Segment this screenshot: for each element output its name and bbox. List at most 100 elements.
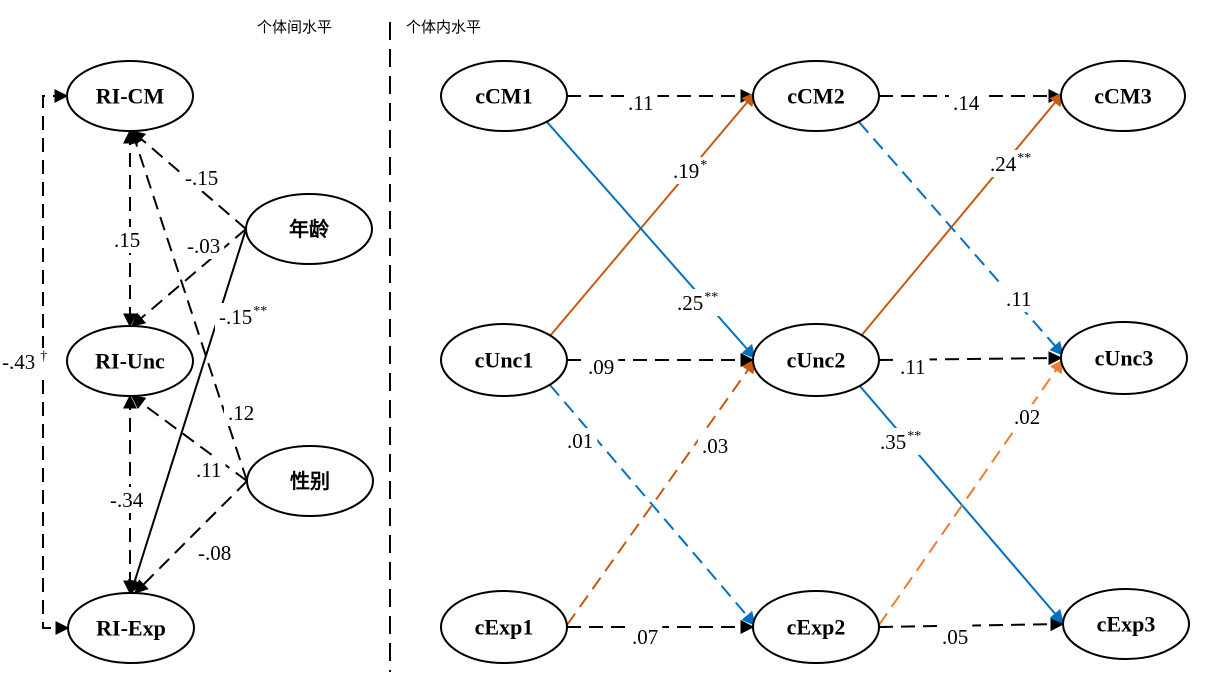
coefficient-label: .14 bbox=[953, 91, 980, 115]
coefficient-label: .15 bbox=[114, 228, 140, 252]
edge-cunc1-to-cexp2 bbox=[549, 384, 756, 627]
node-ellipse bbox=[1062, 588, 1190, 660]
label-background bbox=[628, 624, 663, 650]
edges-layer bbox=[42, 89, 1065, 635]
coefficient-label: -.03 bbox=[187, 234, 220, 258]
label-background bbox=[986, 150, 1036, 177]
node-ri-unc: RI-Unc bbox=[66, 325, 194, 397]
label-background bbox=[183, 233, 225, 259]
coefficient-label: .11 bbox=[900, 355, 925, 379]
coefficient-value: .02 bbox=[1014, 405, 1040, 429]
node-ellipse bbox=[1060, 321, 1188, 395]
node-label: RI-Unc bbox=[95, 349, 165, 374]
coefficient-label: .03 bbox=[702, 434, 728, 458]
coefficient-value: -.15 bbox=[219, 305, 252, 329]
node-ellipse bbox=[440, 323, 568, 397]
node-ellipse bbox=[752, 590, 880, 664]
edge-gender-to-ri-cm bbox=[129, 129, 248, 482]
coefficient-value: .35 bbox=[880, 430, 906, 454]
node-label: cExp3 bbox=[1097, 612, 1156, 637]
label-background bbox=[194, 540, 236, 566]
node-ellipse bbox=[752, 60, 880, 132]
edge-age-to-ri-exp bbox=[128, 228, 247, 595]
node-label: cUnc3 bbox=[1095, 346, 1154, 371]
coefficient-label: -.15 bbox=[185, 166, 218, 190]
node-label: cCM2 bbox=[787, 84, 844, 109]
significance-marker: ** bbox=[907, 429, 921, 444]
label-background bbox=[624, 90, 658, 116]
coefficient-value: .05 bbox=[942, 625, 968, 649]
label-background bbox=[1002, 286, 1036, 312]
coefficient-label: -.08 bbox=[198, 541, 231, 565]
edge-age-to-ri-unc bbox=[130, 228, 247, 327]
node-ellipse bbox=[752, 323, 880, 397]
label-background bbox=[698, 433, 733, 459]
node-ellipse bbox=[67, 592, 195, 664]
coefficient-label: .25** bbox=[677, 290, 718, 315]
edge-cunc2-to-ccm3 bbox=[860, 91, 1064, 337]
coefficient-label: .35** bbox=[880, 429, 921, 454]
node-ellipse bbox=[66, 325, 194, 397]
coefficient-value: .11 bbox=[196, 458, 221, 482]
node-label: cCM3 bbox=[1094, 84, 1151, 109]
edge-gender-to-ri-unc bbox=[130, 395, 248, 482]
coefficient-label: .05 bbox=[942, 625, 968, 649]
node-ellipse bbox=[246, 445, 374, 517]
node-label: cUnc2 bbox=[787, 348, 846, 373]
coefficient-value: .07 bbox=[632, 625, 658, 649]
edge-cexp2-to-cunc3 bbox=[878, 358, 1064, 626]
edge-cexp1-to-cunc2 bbox=[566, 358, 756, 626]
node-gender: 性别 bbox=[246, 445, 374, 517]
label-background bbox=[876, 428, 926, 455]
coefficient-label: .12 bbox=[228, 401, 254, 425]
node-cunc2: cUnc2 bbox=[752, 323, 880, 397]
coefficient-value: -.34 bbox=[110, 488, 144, 512]
node-label: cExp1 bbox=[475, 615, 534, 640]
significance-marker: † bbox=[40, 349, 47, 364]
label-background bbox=[224, 400, 259, 426]
node-cunc1: cUnc1 bbox=[440, 323, 568, 397]
coefficient-labels-layer: .15-.34-.43†-.15-.03-.15**.12.11-.08.11.… bbox=[0, 90, 1045, 650]
coefficient-label: -.34 bbox=[110, 488, 144, 512]
node-cexp2: cExp2 bbox=[752, 590, 880, 664]
node-cunc3: cUnc3 bbox=[1060, 321, 1188, 395]
edge-cunc2-to-cexp3 bbox=[858, 384, 1064, 625]
label-background bbox=[215, 303, 272, 330]
label-background bbox=[1010, 404, 1045, 430]
coefficient-value: .03 bbox=[702, 434, 728, 458]
label-background bbox=[181, 165, 223, 191]
node-label: RI-Exp bbox=[96, 616, 166, 641]
coefficient-value: .01 bbox=[567, 429, 593, 453]
between-level-title: 个体间水平 bbox=[257, 18, 332, 36]
node-ccm2: cCM2 bbox=[752, 60, 880, 132]
significance-marker: ** bbox=[1017, 151, 1031, 166]
label-background bbox=[110, 227, 145, 253]
node-label: cExp2 bbox=[787, 615, 846, 640]
node-label: RI-CM bbox=[96, 84, 165, 109]
coefficient-value: .24 bbox=[990, 152, 1017, 176]
label-background bbox=[896, 354, 930, 380]
node-label: 性别 bbox=[290, 469, 330, 493]
node-ellipse bbox=[245, 193, 373, 265]
coefficient-label: -.15** bbox=[219, 304, 267, 329]
label-background bbox=[192, 457, 226, 483]
label-background bbox=[669, 157, 712, 184]
node-cexp1: cExp1 bbox=[440, 590, 568, 664]
label-background bbox=[0, 348, 52, 375]
node-label: cCM1 bbox=[475, 84, 532, 109]
node-ri-exp: RI-Exp bbox=[67, 592, 195, 664]
node-ellipse bbox=[66, 60, 194, 132]
coefficient-value: .11 bbox=[1006, 287, 1031, 311]
coefficient-label: -.43† bbox=[2, 349, 47, 374]
coefficient-value: .25 bbox=[677, 291, 703, 315]
node-ellipse bbox=[1060, 60, 1186, 132]
label-background bbox=[949, 90, 984, 116]
significance-marker: ** bbox=[704, 290, 718, 305]
node-cexp3: cExp3 bbox=[1062, 588, 1190, 660]
coefficient-label: .19* bbox=[673, 158, 707, 183]
node-ccm3: cCM3 bbox=[1060, 60, 1186, 132]
significance-marker: * bbox=[700, 158, 707, 173]
label-background bbox=[938, 624, 973, 650]
coefficient-value: .12 bbox=[228, 401, 254, 425]
label-background bbox=[673, 289, 723, 316]
